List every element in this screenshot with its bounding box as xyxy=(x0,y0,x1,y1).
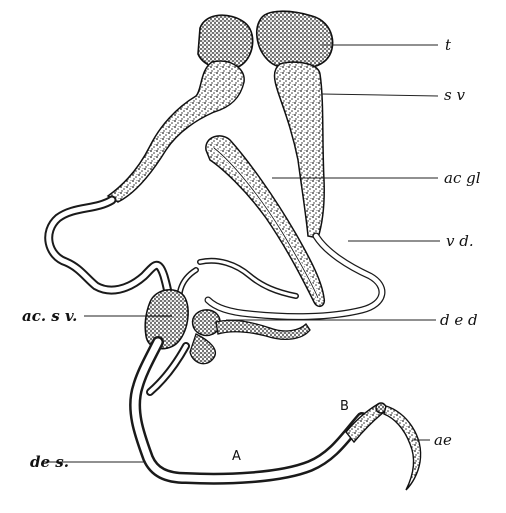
label-a: A xyxy=(232,449,241,464)
inner-connecting-ducts xyxy=(179,261,296,312)
label-ded: d e d xyxy=(440,311,478,329)
ductus-ejaculatorius-simplex xyxy=(135,342,362,479)
left-coiled-duct xyxy=(49,200,169,306)
aedeagus xyxy=(376,403,421,490)
testis-right xyxy=(257,11,333,69)
label-vd: v d. xyxy=(446,232,474,250)
label-b: B xyxy=(340,399,349,414)
leader-lines xyxy=(44,45,440,462)
label-ae: ae xyxy=(434,431,452,449)
label-t: t xyxy=(445,36,452,54)
leader-sv xyxy=(322,94,438,96)
label-sv: s v xyxy=(444,86,465,104)
seminal-vesicle-left xyxy=(108,61,244,202)
label-acsv: ac. s v. xyxy=(22,307,77,325)
ductus-ejaculatorius-duplex xyxy=(216,320,310,339)
label-des: de s. xyxy=(30,453,69,471)
label-acgl: ac gl xyxy=(444,169,481,187)
